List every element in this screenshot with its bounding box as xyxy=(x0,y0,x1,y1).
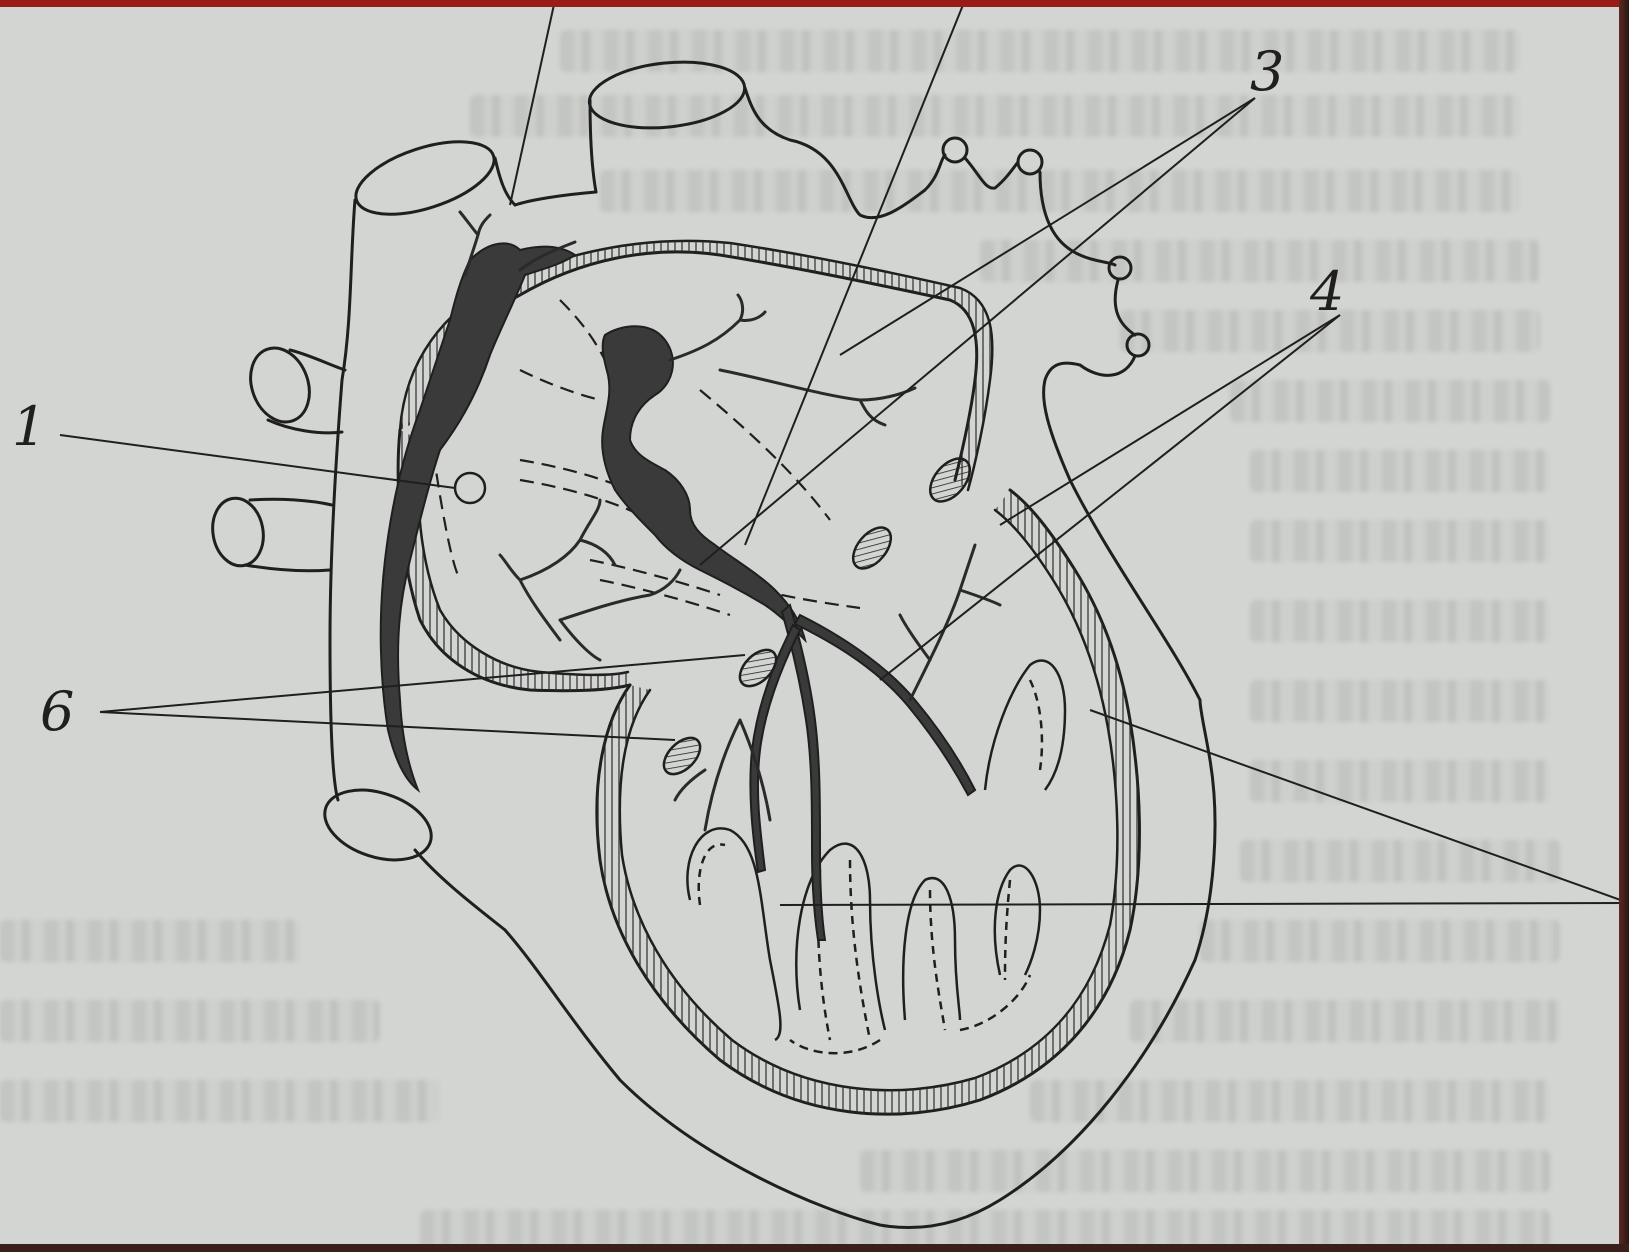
label-1: 1 xyxy=(12,400,46,454)
small-opening xyxy=(455,473,485,503)
label-4: 4 xyxy=(1310,265,1344,319)
pulmonary-veins-left xyxy=(207,340,345,571)
conduction-nodes xyxy=(381,243,975,940)
purkinje-fibers xyxy=(460,212,1000,830)
right-edge xyxy=(1619,0,1629,1252)
atrioventricular-node xyxy=(602,326,805,640)
label-6: 6 xyxy=(40,685,74,739)
inferior-vena-cava xyxy=(316,778,505,930)
bottom-edge xyxy=(0,1244,1629,1252)
aorta xyxy=(515,55,790,205)
top-border xyxy=(0,0,1629,7)
papillary-muscles xyxy=(687,661,1065,1054)
sinoatrial-node xyxy=(381,243,575,790)
leader-lines xyxy=(60,0,1629,905)
pulmonary-vessels xyxy=(790,138,1200,700)
label-3: 3 xyxy=(1250,45,1284,99)
